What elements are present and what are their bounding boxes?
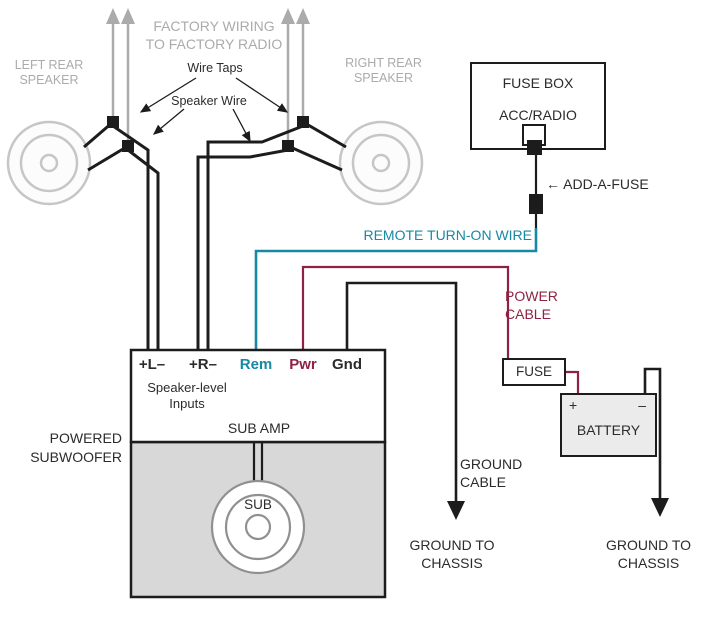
fuse-connector — [527, 140, 542, 155]
sub-amp-label: SUB AMP — [227, 420, 291, 436]
amp-terminal-left: +L– — [138, 356, 166, 373]
powered-subwoofer-label: POWERED SUBWOOFER — [30, 430, 122, 465]
wire-tap-squares — [107, 116, 309, 152]
battery: + – BATTERY — [560, 393, 657, 457]
left-rear-speaker-icon — [6, 120, 92, 206]
amp-terminal-right: +R– — [189, 356, 217, 373]
right-rear-speaker-label: RIGHT REAR SPEAKER — [345, 56, 422, 85]
speaker-level-inputs-label: Speaker-level Inputs — [147, 380, 227, 411]
remote-turn-on-wire — [254, 150, 543, 352]
ground-to-chassis-right-label: GROUND TO CHASSIS — [605, 537, 692, 571]
inline-fuse-label: FUSE — [515, 364, 552, 379]
wire-taps-label: Wire Taps — [187, 61, 243, 75]
fuse-box-circuit: ACC/RADIO — [499, 107, 577, 123]
inline-fuse: FUSE — [502, 358, 566, 386]
factory-wiring-label: FACTORY WIRING TO FACTORY RADIO — [145, 18, 283, 52]
add-a-fuse-label: ← ADD-A-FUSE — [546, 176, 649, 192]
battery-plus-terminal: + — [569, 397, 578, 413]
amp-terminal-rem: Rem — [239, 356, 273, 373]
power-cable-label: POWER CABLE — [505, 288, 558, 322]
amp-terminal-pwr: Pwr — [289, 356, 317, 373]
fuse-box: FUSE BOX ACC/RADIO — [470, 62, 606, 155]
ground-cable-label: GROUND CABLE — [460, 456, 523, 490]
left-rear-speaker-label: LEFT REAR SPEAKER — [14, 58, 84, 87]
add-a-fuse-holder — [529, 194, 543, 214]
fuse-box-title: FUSE BOX — [502, 75, 574, 91]
battery-ground-wire — [643, 367, 669, 517]
ground-to-chassis-left-label: GROUND TO CHASSIS — [409, 537, 495, 571]
battery-minus-terminal: – — [638, 397, 646, 413]
annotation-arrows — [139, 77, 289, 143]
speaker-wire-label: Speaker Wire — [171, 94, 247, 108]
speaker-wires — [83, 120, 347, 352]
right-rear-speaker-icon — [338, 120, 424, 206]
amp-terminal-gnd: Gnd — [332, 356, 362, 373]
remote-turn-on-label: REMOTE TURN-ON WIRE — [363, 227, 532, 243]
power-cable-wire — [301, 265, 580, 393]
amp-panel — [129, 348, 387, 444]
factory-wiring-right-arrows — [281, 8, 310, 142]
factory-wiring-left-arrows — [106, 8, 135, 142]
sub-label: SUB — [244, 497, 272, 512]
battery-label: BATTERY — [576, 422, 641, 438]
sub-speaker-icon — [210, 442, 306, 575]
ground-cable-wire — [345, 281, 465, 520]
